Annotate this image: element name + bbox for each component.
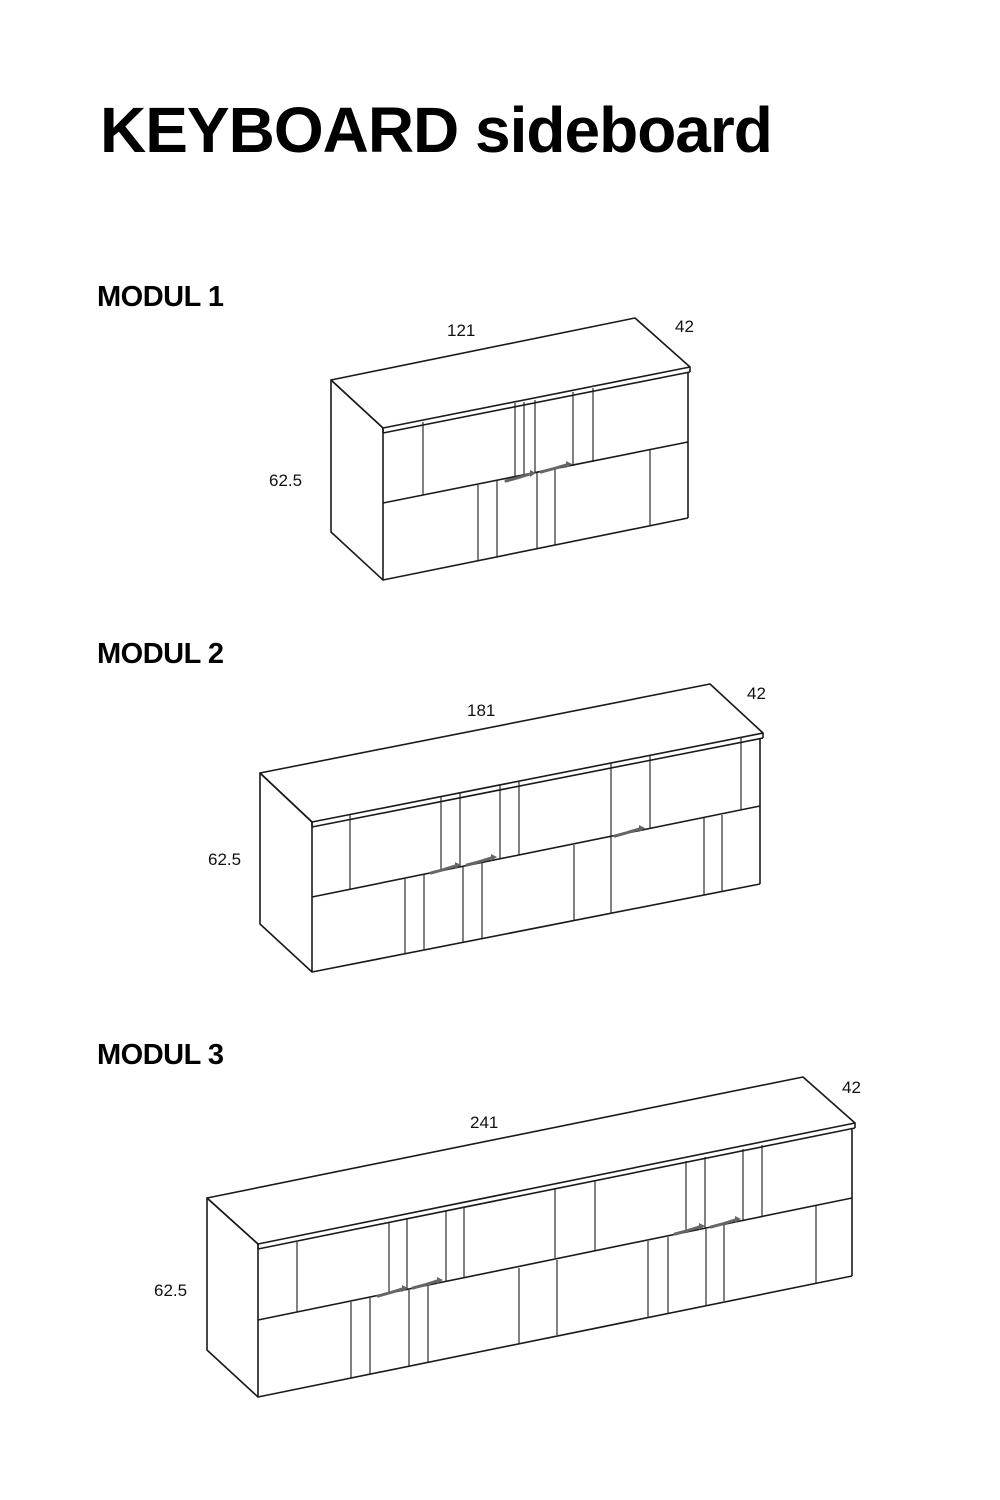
- module-1-label: MODUL 1: [97, 281, 224, 313]
- module-2-drawer-split: [311, 805, 761, 898]
- module-3-top: [206, 1076, 856, 1245]
- module-3-height-dim: 62.5: [154, 1281, 187, 1300]
- module-1-drawing: 121 42 62.5: [269, 317, 694, 581]
- module-3-handle-4: [709, 1218, 737, 1229]
- module-3-depth-dim: 42: [842, 1078, 861, 1097]
- module-2-label: MODUL 2: [97, 638, 224, 670]
- module-1-side: [330, 379, 384, 581]
- module-2-handle-right: [613, 827, 641, 838]
- page-title: KEYBOARD sideboard: [100, 94, 773, 166]
- module-2-depth-dim: 42: [747, 684, 766, 703]
- module-2-handle-middle: [465, 856, 493, 867]
- module-3-handle-3: [673, 1225, 701, 1236]
- module-3-width-dim: 241: [470, 1113, 498, 1132]
- module-1-depth-dim: 42: [675, 317, 694, 336]
- module-1-width-dim: 121: [447, 321, 475, 340]
- module-2-drawing: 181 42 62.5: [208, 683, 766, 973]
- module-3-label: MODUL 3: [97, 1039, 224, 1071]
- module-1-handle-left: [504, 472, 532, 483]
- module-3-drawer-split: [257, 1197, 853, 1321]
- module-1-handle-right: [539, 463, 568, 474]
- module-2-height-dim: 62.5: [208, 850, 241, 869]
- module-1-height-dim: 62.5: [269, 471, 302, 490]
- module-2-side: [259, 772, 313, 973]
- module-2-handle-left: [429, 864, 457, 875]
- module-2-width-dim: 181: [467, 701, 495, 720]
- module-1-top: [330, 317, 691, 429]
- module-3-side: [206, 1197, 259, 1398]
- module-3-handle-2: [411, 1279, 439, 1290]
- module-3-drawing: 241 42 62.5: [154, 1076, 861, 1398]
- module-3-handle-1: [376, 1287, 404, 1298]
